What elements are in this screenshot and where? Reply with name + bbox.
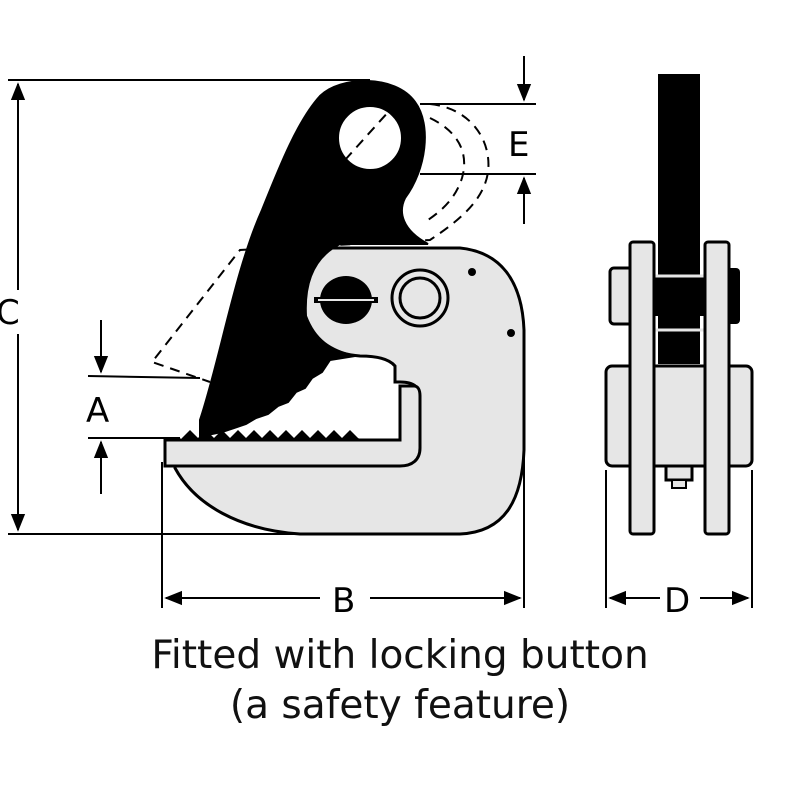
- bottom-bolt: [671, 479, 687, 489]
- side-plate-left: [628, 240, 656, 536]
- front-view-dimensions: D: [605, 470, 753, 621]
- caption-line-1: Fitted with locking button: [151, 633, 649, 678]
- rivet-dot: [468, 268, 476, 276]
- cam-open-inner-arc: [424, 117, 466, 223]
- bottom-nut: [664, 464, 694, 482]
- cam-open-position-outline: [150, 103, 490, 383]
- jaw-plate: [163, 384, 422, 468]
- side-plate-right: [703, 240, 731, 536]
- dim-c-label-bg: [0, 290, 36, 334]
- dim-d-label: D: [664, 581, 690, 621]
- dim-e-label: E: [508, 125, 529, 165]
- side-view-dimensions: C A B E: [0, 56, 536, 621]
- dim-a-extension-top: [87, 375, 201, 379]
- dim-a-label: A: [86, 391, 109, 431]
- rivet-dot: [507, 329, 515, 337]
- caption-line-2: (a safety feature): [229, 683, 571, 728]
- pivot-pin-inner: [398, 276, 442, 320]
- dim-c-label: C: [0, 293, 20, 333]
- pin-rod: [648, 276, 712, 316]
- dim-b-label: B: [332, 581, 355, 621]
- shackle-bar: [658, 74, 700, 364]
- shackle-dash: [344, 109, 391, 161]
- cam-teeth: [182, 430, 362, 440]
- clamp-side-view: [150, 80, 526, 536]
- clamp-front-view: [604, 74, 754, 536]
- shackle-hole: [337, 105, 403, 171]
